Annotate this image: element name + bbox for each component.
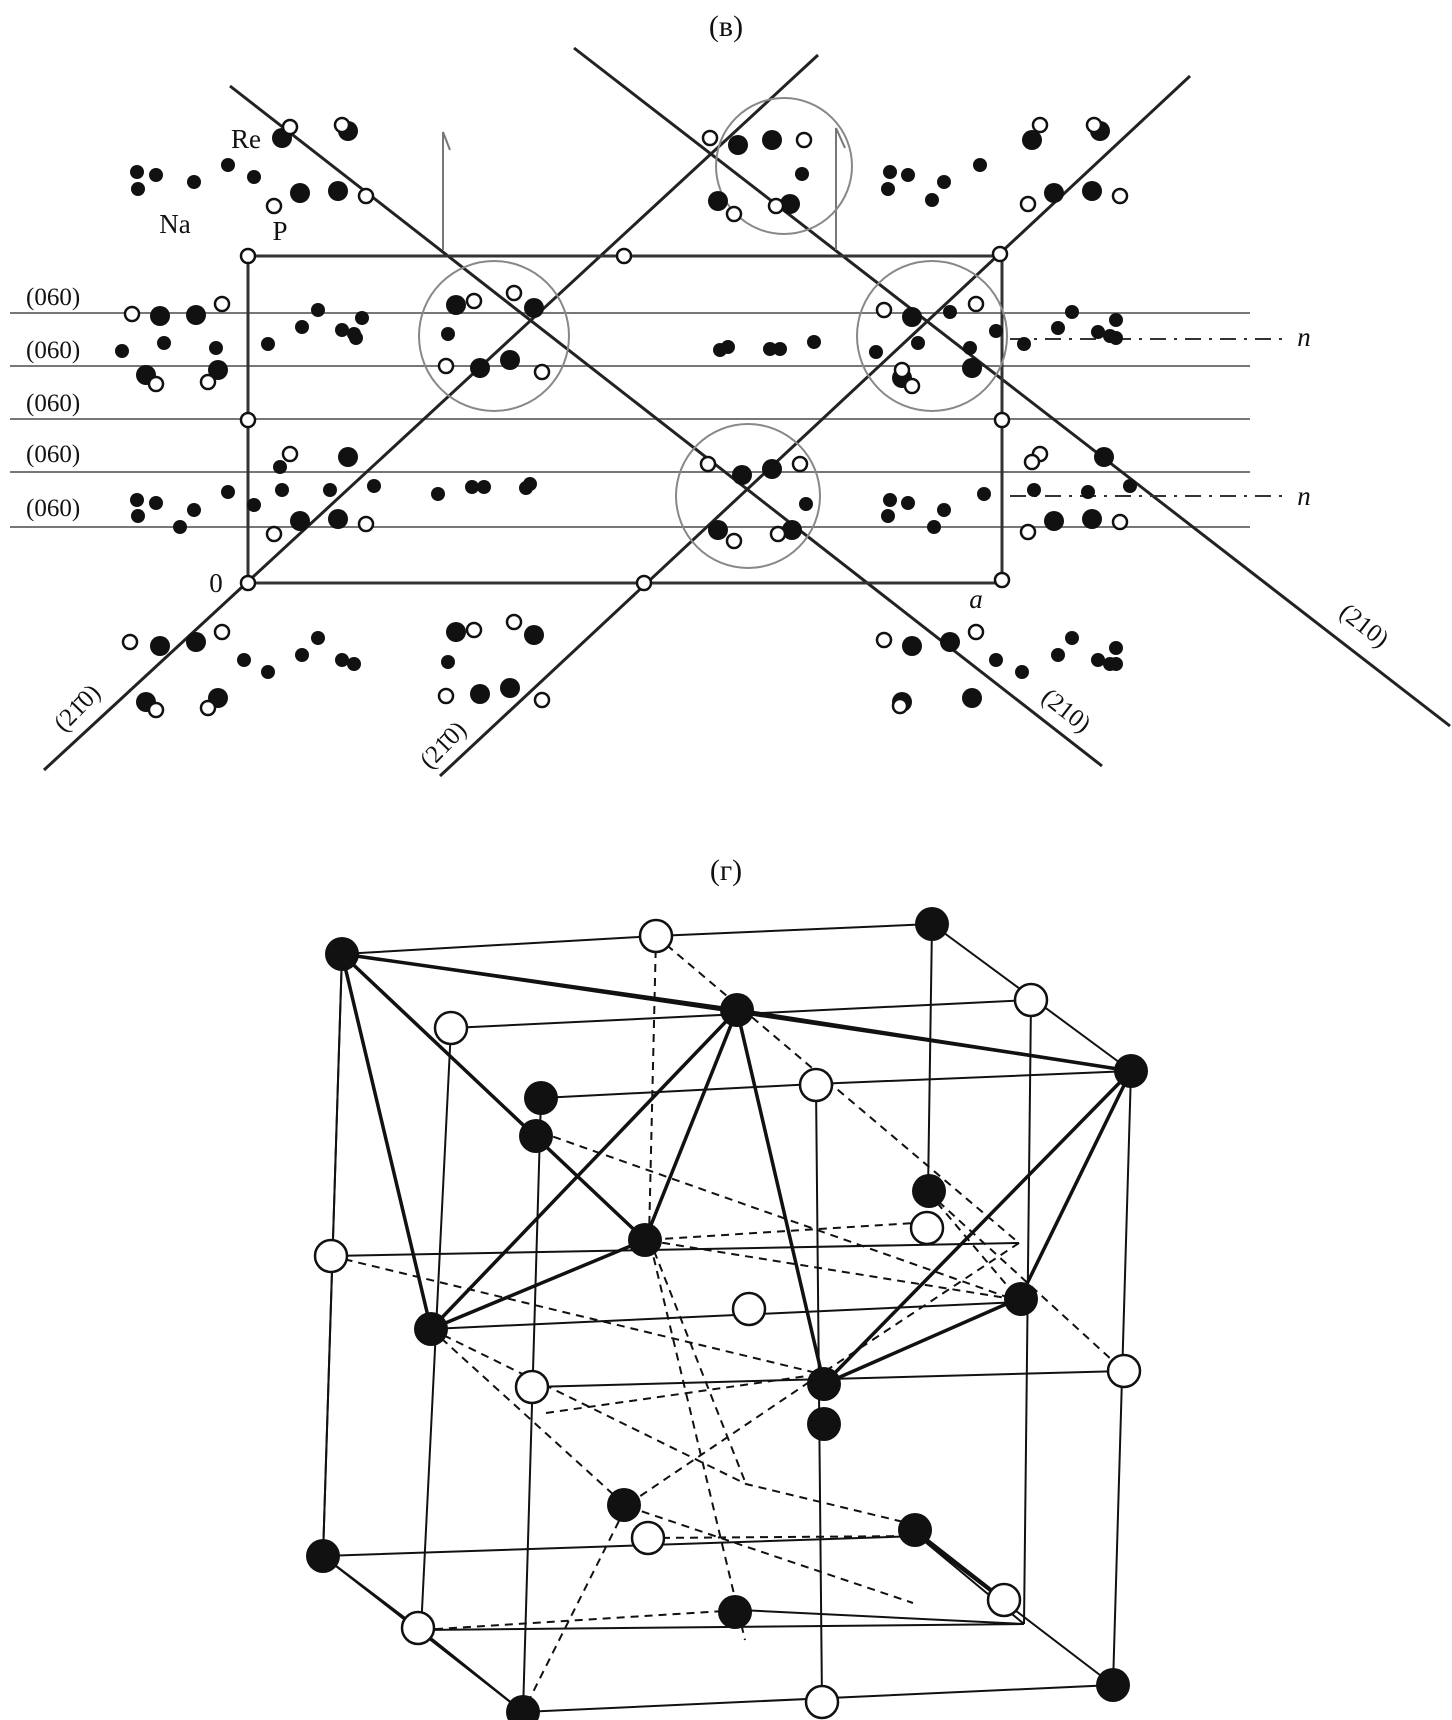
plane-label-060-1: (060) bbox=[26, 284, 80, 311]
atoms-3d-open bbox=[313, 918, 1142, 1720]
screw-axis-symbol-1 bbox=[442, 131, 451, 250]
atoms-open bbox=[121, 116, 1129, 719]
panel-g-label: (г) bbox=[710, 854, 742, 887]
panel-b: (в) bbox=[10, 10, 1451, 778]
plane-2-1bar-0-line-1 bbox=[42, 53, 820, 772]
cluster-ring-right bbox=[856, 260, 1008, 412]
plane-label-060-3: (060) bbox=[26, 390, 80, 417]
cluster-ring-top bbox=[715, 97, 853, 235]
origin-label: 0 bbox=[209, 568, 223, 598]
plane-2-1bar-0-line-2 bbox=[438, 74, 1192, 778]
plane-210-line-1 bbox=[229, 84, 1103, 768]
cluster-ring-left bbox=[418, 260, 570, 412]
planes-diagonal bbox=[42, 46, 1451, 778]
atoms-filled bbox=[115, 121, 1137, 712]
plane-label-2-1bar-0-2: (21̄0) bbox=[415, 716, 472, 774]
cluster-rings bbox=[418, 97, 1008, 569]
atom-label-re: Re bbox=[231, 124, 261, 154]
atom-label-p: P bbox=[272, 216, 287, 246]
plane-label-060-2: (060) bbox=[26, 337, 80, 364]
atom-label-na: Na bbox=[159, 209, 190, 239]
plane-label-210-1: (210) bbox=[1036, 683, 1095, 738]
plane-label-060-5: (060) bbox=[26, 495, 80, 522]
plane-label-060-4: (060) bbox=[26, 441, 80, 468]
atoms-3d-filled bbox=[306, 907, 1148, 1720]
cluster-ring-bottom bbox=[675, 423, 821, 569]
plane-label-2-1bar-0-1: (21̄0) bbox=[49, 679, 106, 737]
axis-label-a: a bbox=[969, 584, 983, 614]
panel-b-label: (в) bbox=[709, 10, 743, 43]
screw-axis-symbol-2 bbox=[835, 127, 846, 250]
thick-bonds bbox=[340, 952, 1133, 1602]
planes-060 bbox=[10, 312, 1250, 528]
glide-label-n-1: n bbox=[1297, 322, 1311, 352]
plane-210-line-2 bbox=[573, 46, 1451, 728]
panel-g: (г) bbox=[306, 854, 1148, 1720]
glide-label-n-2: n bbox=[1297, 481, 1311, 511]
